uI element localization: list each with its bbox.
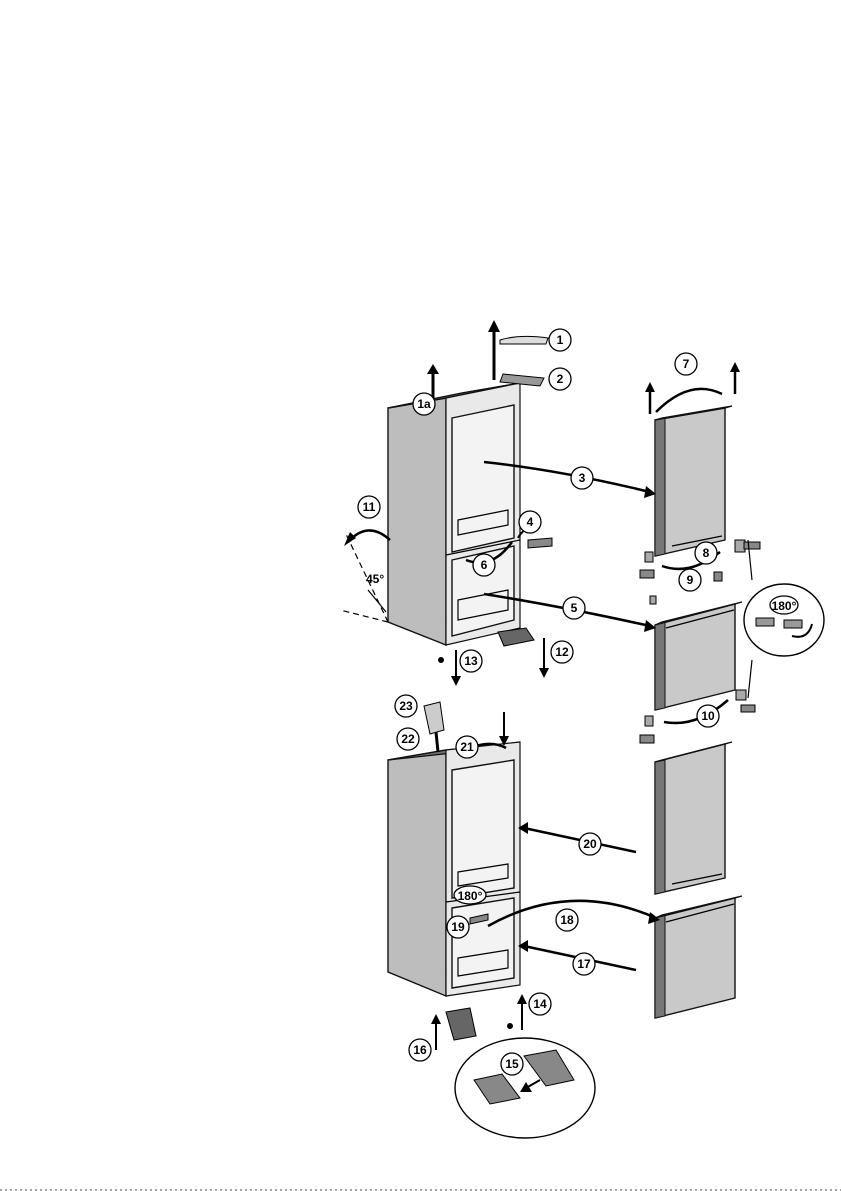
svg-text:22: 22 [401,732,415,746]
callout-9: 9 [679,569,701,591]
lower-door-right [655,602,742,710]
svg-text:3: 3 [579,471,586,485]
callout-21: 21 [456,736,478,758]
svg-text:4: 4 [527,515,534,529]
fridge-top [388,383,520,645]
svg-text:17: 17 [577,957,591,971]
callout-23: 23 [395,695,417,717]
callout-5: 5 [563,597,585,619]
svg-text:11: 11 [363,500,376,514]
callout-12: 12 [551,641,573,663]
svg-text:23: 23 [399,699,413,713]
svg-text:1: 1 [557,333,564,347]
callout-15: 15 [501,1053,523,1075]
rotate-label-top: 180° [772,599,797,613]
callout-1a: 1a [413,393,435,415]
callout-1: 1 [549,329,571,351]
callout-7: 7 [675,353,697,375]
callout-6: 6 [473,554,495,576]
svg-text:13: 13 [464,654,478,668]
svg-text:6: 6 [481,558,488,572]
callout-17: 17 [573,953,595,975]
svg-text:10: 10 [701,709,715,723]
tilt-guide: 45° [340,530,390,622]
svg-text:18: 18 [560,913,574,927]
callout-3: 3 [571,467,593,489]
svg-text:21: 21 [460,740,474,754]
svg-text:2: 2 [557,372,564,386]
svg-text:7: 7 [683,357,690,371]
svg-text:1a: 1a [417,397,431,411]
upper-door-right [645,362,740,556]
callout-20: 20 [579,833,601,855]
callout-4: 4 [519,511,541,533]
callout-14: 14 [529,993,551,1015]
lower-door-bottom [655,896,742,1018]
callout-10: 10 [697,705,719,727]
svg-text:16: 16 [413,1043,427,1057]
callout-19: 19 [447,916,469,938]
rotate-label-bottom: 180° [458,889,483,903]
callout-13: 13 [460,650,482,672]
callout-18: 18 [556,909,578,931]
rotate-detail-bubble: 180° [744,540,824,698]
svg-text:5: 5 [571,601,578,615]
svg-text:20: 20 [583,837,597,851]
callout-16: 16 [409,1039,431,1061]
svg-text:9: 9 [687,573,694,587]
angle-label: 45° [366,572,384,586]
hinge-detail-bubble [455,1038,595,1138]
svg-text:19: 19 [451,920,465,934]
callout-2: 2 [549,368,571,390]
callout-11: 11 [358,496,380,518]
callout-8: 8 [695,542,717,564]
fridge-bottom [388,742,520,996]
callout-22: 22 [397,728,419,750]
svg-text:15: 15 [505,1057,519,1071]
svg-text:14: 14 [533,997,547,1011]
svg-text:8: 8 [703,546,710,560]
svg-text:12: 12 [555,645,569,659]
upper-door-bottom [655,742,732,894]
